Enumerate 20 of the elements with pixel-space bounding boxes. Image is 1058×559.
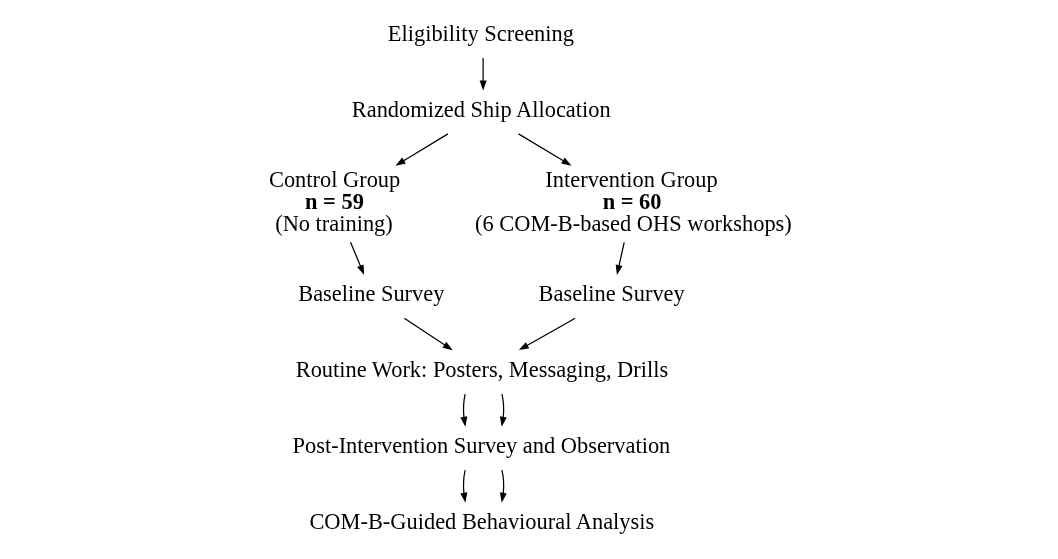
arrow: [349, 241, 364, 275]
node-text: Baseline Survey: [297, 281, 444, 307]
node-text: COM-B-Guided Behavioural Analysis: [308, 509, 654, 535]
node-text: Routine Work: Posters, Messaging, Drills: [295, 357, 668, 383]
arrow: [499, 469, 507, 503]
arrow: [403, 317, 453, 351]
node-text: Post-Intervention Survey and Observation: [292, 433, 670, 459]
arrow: [517, 133, 571, 166]
arrow: [518, 317, 576, 351]
arrow: [459, 469, 467, 503]
node-text: Randomized Ship Allocation: [351, 96, 611, 122]
arrow: [394, 133, 449, 166]
node-text: Intervention Group n = 60 (6 COM-B-based OHS workshops): [474, 166, 792, 237]
node-text: Baseline Survey: [538, 281, 685, 307]
node-text: Control Group n = 59 (No training): [268, 166, 400, 237]
arrow: [479, 57, 487, 91]
arrow: [459, 393, 467, 427]
arrow: [499, 393, 507, 427]
arrow: [615, 241, 625, 276]
node-text: Eligibility Screening: [387, 20, 574, 46]
